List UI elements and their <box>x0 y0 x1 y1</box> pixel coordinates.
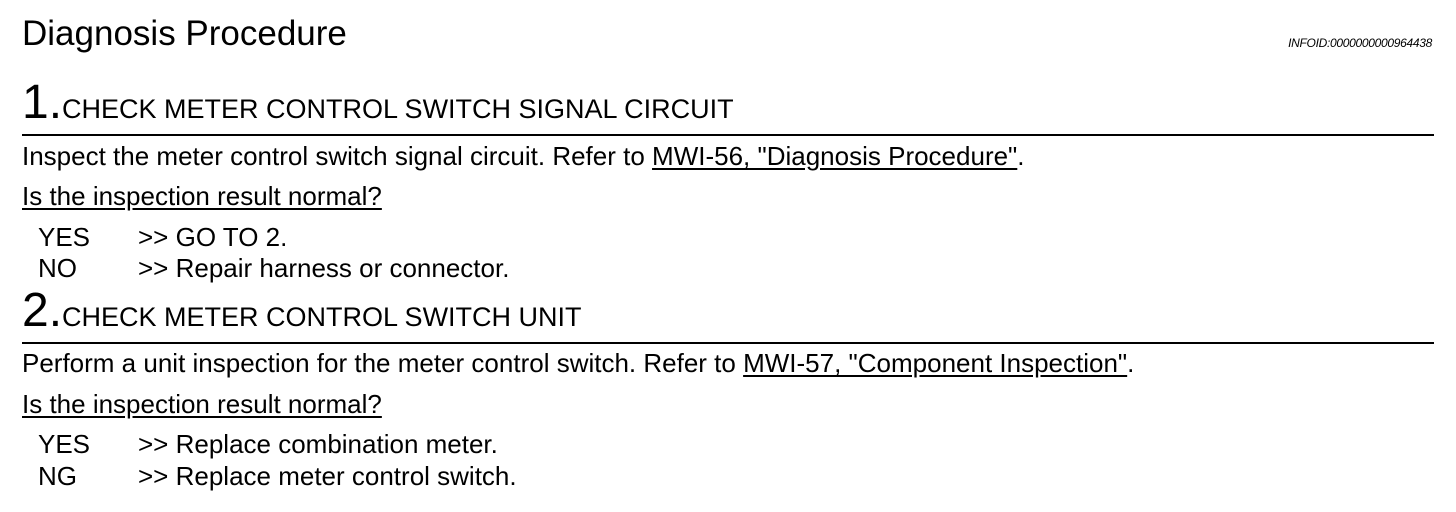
step-2-result-action: >> Replace combination meter. <box>138 429 498 459</box>
page-title: Diagnosis Procedure <box>22 14 347 53</box>
step-1-result-action: >> GO TO 2. <box>138 222 288 252</box>
step-1-number: 1. <box>22 76 63 129</box>
step-2-header: 2.CHECK METER CONTROL SWITCH UNIT <box>22 286 1434 344</box>
step-2-result-yes: YES >> Replace combination meter. <box>38 429 498 459</box>
step-2-instruction-end: . <box>1127 348 1135 378</box>
step-1-result-key: NO <box>38 253 77 283</box>
step-1-instruction-end: . <box>1017 141 1025 171</box>
step-1-heading: CHECK METER CONTROL SWITCH SIGNAL CIRCUI… <box>62 94 734 124</box>
step-1-header: 1.CHECK METER CONTROL SWITCH SIGNAL CIRC… <box>22 78 1434 136</box>
step-1-result-yes: YES >> GO TO 2. <box>38 222 287 252</box>
step-2-instruction: Perform a unit inspection for the meter … <box>22 348 1134 378</box>
step-2-question: Is the inspection result normal? <box>22 389 382 419</box>
step-1-reference-link[interactable]: MWI-56, "Diagnosis Procedure" <box>652 141 1018 171</box>
step-1-instruction-text: Inspect the meter control switch signal … <box>22 141 653 171</box>
step-2-result-key: NG <box>38 461 77 491</box>
step-1-question: Is the inspection result normal? <box>22 181 382 211</box>
step-1-result-key: YES <box>38 222 91 252</box>
step-1-instruction: Inspect the meter control switch signal … <box>22 141 1025 171</box>
step-2-number: 2. <box>22 284 63 337</box>
step-2-instruction-text: Perform a unit inspection for the meter … <box>22 348 744 378</box>
info-id: INFOID:0000000000964438 <box>1288 36 1432 50</box>
step-2-reference-link[interactable]: MWI-57, "Component Inspection" <box>743 348 1128 378</box>
step-2-result-ng: NG >> Replace meter control switch. <box>38 461 517 491</box>
step-2-heading: CHECK METER CONTROL SWITCH UNIT <box>62 302 582 332</box>
step-2-result-key: YES <box>38 429 91 459</box>
step-1-result-action: >> Repair harness or connector. <box>138 253 510 283</box>
step-1-result-no: NO >> Repair harness or connector. <box>38 253 509 283</box>
step-2-result-action: >> Replace meter control switch. <box>138 461 517 491</box>
